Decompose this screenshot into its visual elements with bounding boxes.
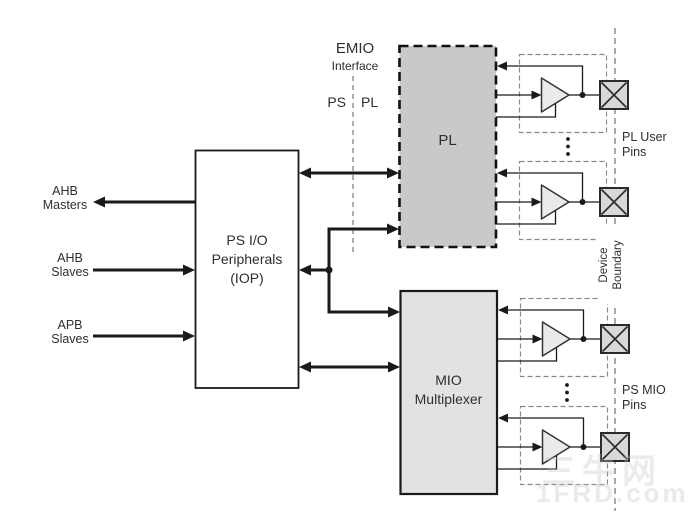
- arrowhead-right-icon: [387, 223, 399, 235]
- apb-slaves-label: APB Slaves: [38, 318, 102, 346]
- pl-block-label: PL: [438, 132, 457, 149]
- watermark-url: 1FRD.com: [536, 478, 689, 508]
- mio-label-line2: Multiplexer: [414, 391, 483, 407]
- vertical-ellipsis-icon: [566, 137, 570, 156]
- mio-block-label: MIO Multiplexer: [400, 371, 497, 409]
- pl-user-pins-label: PL User Pins: [622, 130, 692, 160]
- iop-block-label: PS I/O Peripherals (IOP): [195, 231, 299, 288]
- ps-mio-pins-line2: Pins: [622, 398, 647, 412]
- arrowhead-right-icon: [183, 264, 195, 276]
- ahb-masters-line2: Masters: [42, 197, 88, 212]
- ps-mio-pins-line1: PS MIO: [622, 383, 666, 397]
- ahb-slaves-arrow: [93, 264, 195, 276]
- ahb-masters-label: AHB Masters: [33, 184, 97, 212]
- device-boundary-line1: Device: [598, 247, 610, 283]
- apb-slaves-line1: APB: [57, 318, 83, 332]
- arrowhead-right-icon: [388, 361, 400, 373]
- apb-slaves-line2: Slaves: [51, 331, 89, 346]
- emio-pl-side-label: PL: [361, 94, 379, 110]
- emio-title: EMIO: [335, 40, 375, 57]
- arrowhead-right-icon: [387, 167, 399, 179]
- arrowhead-left-icon: [299, 361, 311, 373]
- arrowhead-right-icon: [183, 330, 195, 342]
- mio-label-line1: MIO: [435, 372, 462, 388]
- ahb-masters-arrow: [93, 196, 196, 208]
- pl-user-pins-line2: Pins: [622, 145, 647, 159]
- mio-iob-cell-top: [496, 297, 630, 378]
- watermark-logo: 三牛网: [542, 453, 662, 491]
- arrowhead-left-icon: [93, 196, 105, 208]
- mio-multiplexer-block: [399, 289, 499, 496]
- apb-slaves-arrow: [93, 330, 195, 342]
- iop-mio-arrow: [299, 361, 400, 373]
- ahb-masters-line1: AHB: [52, 184, 78, 198]
- ahb-slaves-label: AHB Slaves: [38, 251, 102, 279]
- iop-label-line3: (IOP): [230, 270, 264, 286]
- arrowhead-right-icon: [388, 306, 400, 318]
- iop-block: [194, 149, 300, 389]
- device-boundary-label: Device Boundary: [598, 226, 628, 304]
- iop-label-line2: Peripherals: [211, 251, 283, 267]
- device-boundary-line2: Boundary: [611, 240, 624, 290]
- junction-dot-icon: [325, 266, 333, 274]
- emio-ps-side-label: PS: [327, 94, 346, 110]
- pl-user-pins-line1: PL User: [622, 130, 667, 144]
- ahb-slaves-line2: Slaves: [51, 264, 89, 279]
- pl-block: [398, 44, 498, 249]
- emio-subtitle: Interface: [331, 59, 379, 73]
- iop-branch-arrows: [299, 223, 400, 318]
- ahb-slaves-line1: AHB: [57, 251, 83, 265]
- vertical-ellipsis-icon: [565, 383, 569, 402]
- arrowhead-left-icon: [299, 264, 311, 276]
- iop-pl-arrow: [299, 167, 399, 179]
- ps-mio-pins-label: PS MIO Pins: [622, 383, 692, 413]
- iop-label-line1: PS I/O: [226, 232, 268, 248]
- pl-iob-cell-top: [495, 53, 629, 134]
- arrowhead-left-icon: [299, 167, 311, 179]
